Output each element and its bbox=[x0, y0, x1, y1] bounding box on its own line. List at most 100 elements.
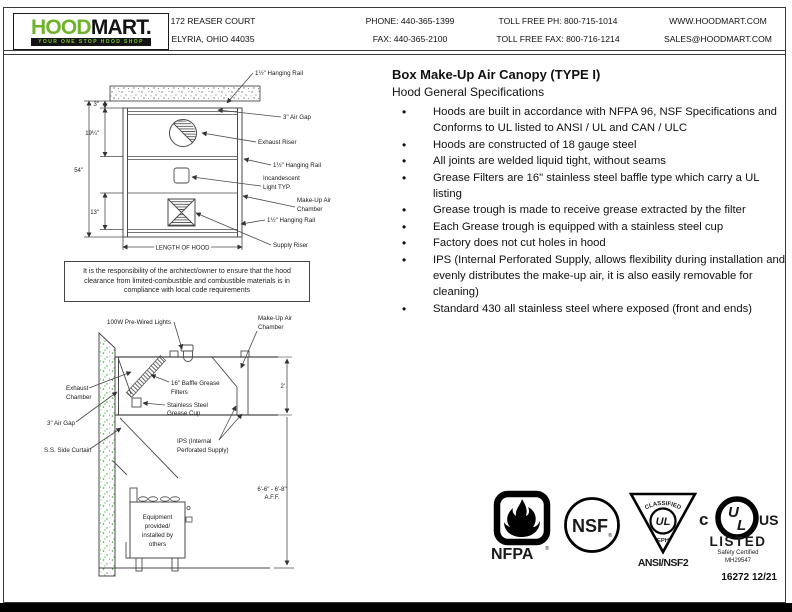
ansi-nsf2-label: ANSI/NSF2 bbox=[638, 557, 689, 569]
grease-cup-symbol bbox=[131, 397, 142, 408]
cul-us-listed-cert-icon: c U L US LISTED Safety Certified MH29547 bbox=[699, 496, 778, 564]
hood-side-view-drawing: 2' 6'-6" - 6'-8" A.F.F. 100W Pre-Wired L… bbox=[44, 315, 294, 577]
spec-bullet: Hoods are built in accordance with NFPA … bbox=[392, 104, 788, 137]
tollfree-fax: TOLL FREE FAX: 800-716-1214 bbox=[496, 34, 620, 44]
spec-bullet: Hoods are constructed of 18 gauge steel bbox=[392, 137, 788, 154]
label-side-air-gap: 3" Air Gap bbox=[47, 420, 76, 427]
label-prewired-lights: 100W Pre-Wired Lights bbox=[107, 319, 171, 326]
page-bottom-edge bbox=[0, 603, 792, 612]
spec-block: Box Make-Up Air Canopy (TYPE I) Hood Gen… bbox=[392, 66, 788, 318]
ceiling-section bbox=[109, 85, 261, 102]
logo-wordmark: HOODMART. bbox=[31, 15, 152, 39]
hood-plan-view-drawing: 3" 19¼" 54" 13" LENGTH OF HOOD 1½" Hangi… bbox=[74, 70, 331, 252]
label-makeup-air-2: Chamber bbox=[297, 206, 322, 213]
equipment-note-2: provided/ bbox=[145, 523, 171, 530]
header-tollfree: TOLL FREE PH: 800-715-1014 TOLL FREE FAX… bbox=[478, 12, 638, 48]
nfpa-label: NFPA bbox=[491, 546, 534, 563]
ul-small-label: UL bbox=[656, 516, 671, 528]
dim-aff-1: 6'-6" - 6'-8" bbox=[257, 487, 286, 493]
dim-overall-depth: 54" bbox=[74, 168, 83, 174]
eph-label: EPH bbox=[657, 538, 669, 544]
flame-icon bbox=[504, 499, 540, 537]
tollfree-phone: TOLL FREE PH: 800-715-1014 bbox=[498, 16, 618, 26]
equipment-note-1: Equipment bbox=[143, 514, 173, 521]
dim-exhaust-section: 19¼" bbox=[85, 131, 99, 137]
cul-l-label: L bbox=[737, 517, 746, 534]
dim-length-of-hood: LENGTH OF HOOD bbox=[155, 246, 210, 252]
nfpa-cert-icon: NFPA ® bbox=[491, 490, 551, 563]
label-ips-2: Perforated Supply) bbox=[177, 447, 229, 454]
label-ips-1: IPS (Internal bbox=[177, 438, 211, 445]
label-incandescent-light-1: Incandescent bbox=[263, 175, 300, 182]
label-grease-cup-2: Grease Cup bbox=[167, 410, 201, 417]
side-view-dimensions bbox=[274, 358, 294, 569]
spec-bullet: Grease trough is made to receive grease … bbox=[392, 202, 788, 219]
label-side-makeup-air-2: Chamber bbox=[258, 324, 283, 331]
plan-view-leaders bbox=[191, 72, 296, 246]
label-hanging-rail-top: 1½" Hanging Rail bbox=[255, 70, 303, 77]
spec-bullet: All joints are welded liquid tight, with… bbox=[392, 153, 788, 170]
address-line1: 172 REASER COURT bbox=[170, 16, 256, 26]
header-phone-fax: PHONE: 440-365-1399 FAX: 440-365-2100 bbox=[335, 12, 485, 48]
spec-bullet-list: Hoods are built in accordance with NFPA … bbox=[392, 104, 788, 318]
label-exhaust-chamber-1: Exhaust bbox=[66, 385, 89, 392]
incandescent-light-symbol bbox=[173, 167, 190, 184]
plan-view-dimensions bbox=[84, 100, 243, 250]
disclaimer-box: It is the responsibility of the architec… bbox=[64, 261, 310, 302]
spec-bullet: IPS (Internal Perforated Supply, allows … bbox=[392, 252, 788, 301]
cert-number: MH29547 bbox=[725, 558, 752, 564]
label-exhaust-chamber-2: Chamber bbox=[66, 394, 91, 401]
hoodmart-logo: HOODMART. YOUR ONE STOP HOOD SHOP bbox=[13, 13, 169, 50]
equipment-note-3: installed by bbox=[142, 532, 174, 539]
plan-view-linework bbox=[109, 85, 261, 238]
label-supply-riser: Supply Riser bbox=[273, 242, 308, 249]
header-web: WWW.HOODMART.COM SALES@HOODMART.COM bbox=[643, 12, 792, 48]
nfpa-registered-mark: ® bbox=[545, 545, 549, 552]
ul-classified-cert-icon: CLASSIFIED UL EPH ANSI/NSF2 bbox=[628, 492, 698, 569]
phone-number: PHONE: 440-365-1399 bbox=[365, 16, 455, 26]
listed-label: LISTED bbox=[709, 534, 766, 549]
safety-certified-label: Safety Certified bbox=[717, 550, 758, 556]
header-separator-1 bbox=[4, 50, 785, 51]
document-number: 16272 12/21 bbox=[721, 572, 777, 583]
nsf-cert-icon: NSF ® bbox=[564, 497, 620, 553]
cul-u-label: U bbox=[728, 504, 740, 521]
spec-bullet: Each Grease trough is equipped with a st… bbox=[392, 219, 788, 236]
dim-hood-height: 2' bbox=[281, 384, 285, 390]
label-air-gap: 3" Air Gap bbox=[283, 114, 312, 121]
website-url: WWW.HOODMART.COM bbox=[669, 16, 767, 26]
label-baffle-filters-2: Filters bbox=[171, 389, 188, 396]
side-view-linework bbox=[98, 331, 292, 577]
label-hanging-rail-mid: 1½" Hanging Rail bbox=[273, 162, 321, 169]
spec-bullet: Standard 430 all stainless steel where e… bbox=[392, 301, 788, 318]
label-makeup-air-1: Make-Up Air bbox=[297, 197, 331, 204]
label-side-makeup-air-1: Make-Up Air bbox=[258, 315, 292, 322]
page-title: Box Make-Up Air Canopy (TYPE I) bbox=[392, 67, 601, 82]
label-exhaust-riser: Exhaust Riser bbox=[258, 139, 297, 146]
dim-air-gap: 3" bbox=[94, 102, 99, 108]
label-baffle-filters-1: 16" Baffle Grease bbox=[171, 380, 220, 387]
label-hanging-rail-bottom: 1½" Hanging Rail bbox=[267, 217, 315, 224]
logo-mart-text: MART. bbox=[90, 15, 152, 39]
logo-hood-text: HOOD bbox=[31, 15, 92, 39]
header-separator-2 bbox=[4, 53, 785, 55]
spec-subtitle: Hood General Specifications bbox=[392, 85, 545, 99]
hood-outline bbox=[122, 107, 243, 238]
header-address: 172 REASER COURT ELYRIA, OHIO 44035 bbox=[138, 12, 288, 48]
nsf-label: NSF bbox=[572, 516, 608, 536]
equipment-note-4: others bbox=[149, 541, 166, 548]
baffle-filter-symbol bbox=[125, 355, 167, 398]
svg-text:CLASSIFIED: CLASSIFIED bbox=[644, 501, 682, 512]
spec-bullet: Factory does not cut holes in hood bbox=[392, 235, 788, 252]
light-fixture-symbol bbox=[180, 344, 194, 352]
classified-arc-label: CLASSIFIED bbox=[644, 501, 682, 512]
cul-c-label: c bbox=[699, 510, 708, 529]
wall-section bbox=[98, 331, 116, 577]
address-line2: ELYRIA, OHIO 44035 bbox=[171, 34, 255, 44]
dim-supply-section: 13" bbox=[90, 210, 99, 216]
dim-aff-2: A.F.F. bbox=[264, 495, 279, 501]
spec-bullet: Grease Filters are 16" stainless steel b… bbox=[392, 170, 788, 203]
logo-tagline: YOUR ONE STOP HOOD SHOP bbox=[31, 37, 151, 46]
fax-number: FAX: 440-365-2100 bbox=[372, 34, 448, 44]
